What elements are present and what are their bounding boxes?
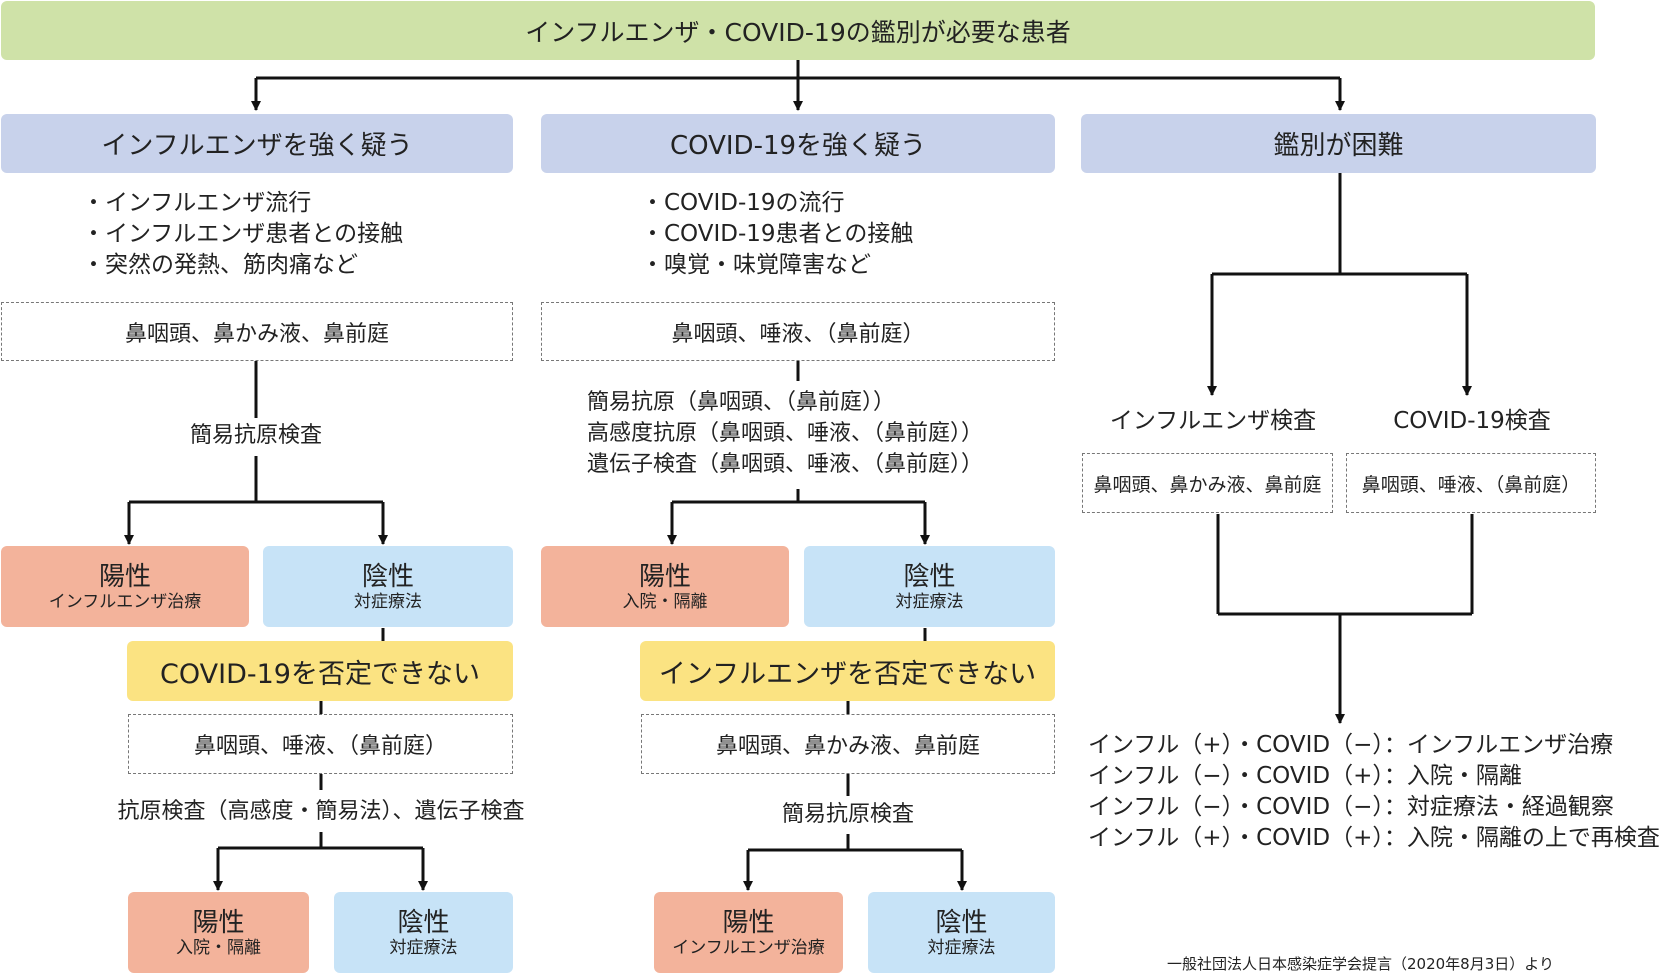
flu-test2-label: 抗原検査（高感度・簡易法）、遺伝子検査	[96, 796, 546, 827]
covid-criteria-item: ・COVID-19患者との接触	[641, 221, 914, 247]
source-text: 一般社団法人日本感染症学会提言（2020年8月3日）より	[1167, 955, 1554, 973]
diff-outcome-item: インフル（+）・COVID（+）：入院・隔離の上で再検査	[1088, 825, 1660, 851]
covid-test-list: 簡易抗原（鼻咽頭、（鼻前庭）） 高感度抗原（鼻咽頭、唾液、（鼻前庭）） 遺伝子検…	[587, 387, 984, 480]
covid-criteria-item: ・嗅覚・味覚障害など	[641, 252, 871, 278]
covid-positive2-label: 陽性	[722, 907, 775, 938]
covid-heading-box: COVID-19を強く疑う	[541, 114, 1055, 173]
title-text: インフルエンザ・COVID-19の鑑別が必要な患者	[525, 17, 1071, 47]
covid-positive2-action: インフルエンザ治療	[672, 937, 825, 958]
covid-positive2-box: 陽性 インフルエンザ治療	[654, 892, 843, 973]
covid-cannot-exclude-text: インフルエンザを否定できない	[658, 658, 1037, 690]
flu-sample2-box: 鼻咽頭、唾液、（鼻前庭）	[128, 714, 513, 774]
title-box: インフルエンザ・COVID-19の鑑別が必要な患者	[1, 1, 1595, 60]
flu-criteria-item: ・インフルエンザ患者との接触	[82, 221, 404, 247]
flu-criteria-item: ・突然の発熱、筋肉痛など	[82, 252, 358, 278]
covid-negative-box: 陰性 対症療法	[804, 546, 1055, 627]
flu-negative2-label: 陰性	[397, 907, 450, 938]
flu-sample2-text: 鼻咽頭、唾液、（鼻前庭）	[193, 734, 447, 759]
covid-test2-label: 簡易抗原検査	[768, 799, 928, 830]
difficult-heading-box: 鑑別が困難	[1081, 114, 1596, 173]
covid-positive-box: 陽性 入院・隔離	[541, 546, 789, 627]
flu-negative2-action: 対症療法	[389, 937, 458, 958]
flu-positive2-label: 陽性	[192, 907, 245, 938]
flu-negative-action: 対症療法	[354, 591, 422, 612]
flu-positive2-box: 陽性 入院・隔離	[128, 892, 309, 973]
diff-flu-test-text: インフルエンザ検査	[1109, 408, 1317, 434]
diff-flu-sample-box: 鼻咽頭、鼻かみ液、鼻前庭	[1082, 453, 1333, 513]
flu-criteria-list: ・インフルエンザ流行 ・インフルエンザ患者との接触 ・突然の発熱、筋肉痛など	[82, 188, 403, 281]
covid-negative2-action: 対症療法	[927, 937, 996, 958]
flu-positive-label: 陽性	[98, 561, 151, 592]
flu-negative-box: 陰性 対症療法	[263, 546, 513, 627]
diff-outcome-item: インフル（+）・COVID（−）：インフルエンザ治療	[1088, 732, 1614, 758]
covid-positive-label: 陽性	[638, 561, 691, 592]
covid-test-item: 高感度抗原（鼻咽頭、唾液、（鼻前庭））	[587, 421, 984, 446]
covid-test2-text: 簡易抗原検査	[781, 802, 914, 827]
diff-covid-test-label: COVID-19検査	[1348, 406, 1596, 437]
flu-test2-text: 抗原検査（高感度・簡易法）、遺伝子検査	[117, 799, 525, 824]
diff-outcome-list: インフル（+）・COVID（−）：インフルエンザ治療 インフル（−）・COVID…	[1088, 730, 1660, 854]
diff-covid-sample-box: 鼻咽頭、唾液、（鼻前庭）	[1346, 453, 1596, 513]
flu-positive-action: インフルエンザ治療	[48, 591, 202, 612]
flu-positive2-action: 入院・隔離	[176, 937, 261, 958]
flu-test-text: 簡易抗原検査	[189, 423, 322, 448]
flu-heading: インフルエンザを強く疑う	[101, 131, 413, 161]
flu-cannot-exclude-text: COVID-19を否定できない	[160, 658, 480, 690]
covid-cannot-exclude-box: インフルエンザを否定できない	[640, 641, 1055, 701]
diff-outcome-item: インフル（−）・COVID（+）：入院・隔離	[1088, 763, 1522, 789]
flu-heading-box: インフルエンザを強く疑う	[1, 114, 513, 173]
covid-positive-action: 入院・隔離	[622, 591, 708, 612]
covid-test-item: 遺伝子検査（鼻咽頭、唾液、（鼻前庭））	[587, 452, 984, 477]
difficult-heading: 鑑別が困難	[1273, 131, 1404, 161]
covid-negative2-label: 陰性	[935, 907, 988, 938]
diff-outcome-item: インフル（−）・COVID（−）：対症療法・経過観察	[1088, 794, 1614, 820]
flu-cannot-exclude-box: COVID-19を否定できない	[127, 641, 513, 701]
covid-sample-text: 鼻咽頭、唾液、（鼻前庭）	[671, 321, 925, 347]
covid-negative-label: 陰性	[903, 561, 956, 592]
source-note: 一般社団法人日本感染症学会提言（2020年8月3日）より	[1167, 953, 1554, 974]
diff-covid-test-text: COVID-19検査	[1393, 408, 1551, 434]
covid-negative-action: 対症療法	[895, 591, 964, 612]
covid-sample2-box: 鼻咽頭、鼻かみ液、鼻前庭	[641, 714, 1055, 774]
flu-sample-text: 鼻咽頭、鼻かみ液、鼻前庭	[124, 321, 389, 347]
covid-sample2-text: 鼻咽頭、鼻かみ液、鼻前庭	[715, 734, 980, 759]
diff-flu-sample-text: 鼻咽頭、鼻かみ液、鼻前庭	[1093, 473, 1322, 496]
covid-test-item: 簡易抗原（鼻咽頭、（鼻前庭））	[587, 390, 896, 415]
diff-flu-test-label: インフルエンザ検査	[1082, 406, 1344, 437]
flu-positive-box: 陽性 インフルエンザ治療	[1, 546, 249, 627]
covid-heading: COVID-19を強く疑う	[669, 131, 927, 161]
flu-criteria-item: ・インフルエンザ流行	[82, 190, 312, 216]
flu-negative-label: 陰性	[361, 561, 414, 592]
covid-criteria-list: ・COVID-19の流行 ・COVID-19患者との接触 ・嗅覚・味覚障害など	[641, 188, 913, 281]
covid-negative2-box: 陰性 対症療法	[868, 892, 1055, 973]
flu-negative2-box: 陰性 対症療法	[334, 892, 513, 973]
flu-test-label: 簡易抗原検査	[176, 420, 336, 451]
covid-criteria-item: ・COVID-19の流行	[641, 190, 845, 216]
diff-covid-sample-text: 鼻咽頭、唾液、（鼻前庭）	[1361, 473, 1581, 496]
flu-sample-box: 鼻咽頭、鼻かみ液、鼻前庭	[1, 302, 513, 361]
covid-sample-box: 鼻咽頭、唾液、（鼻前庭）	[541, 302, 1055, 361]
